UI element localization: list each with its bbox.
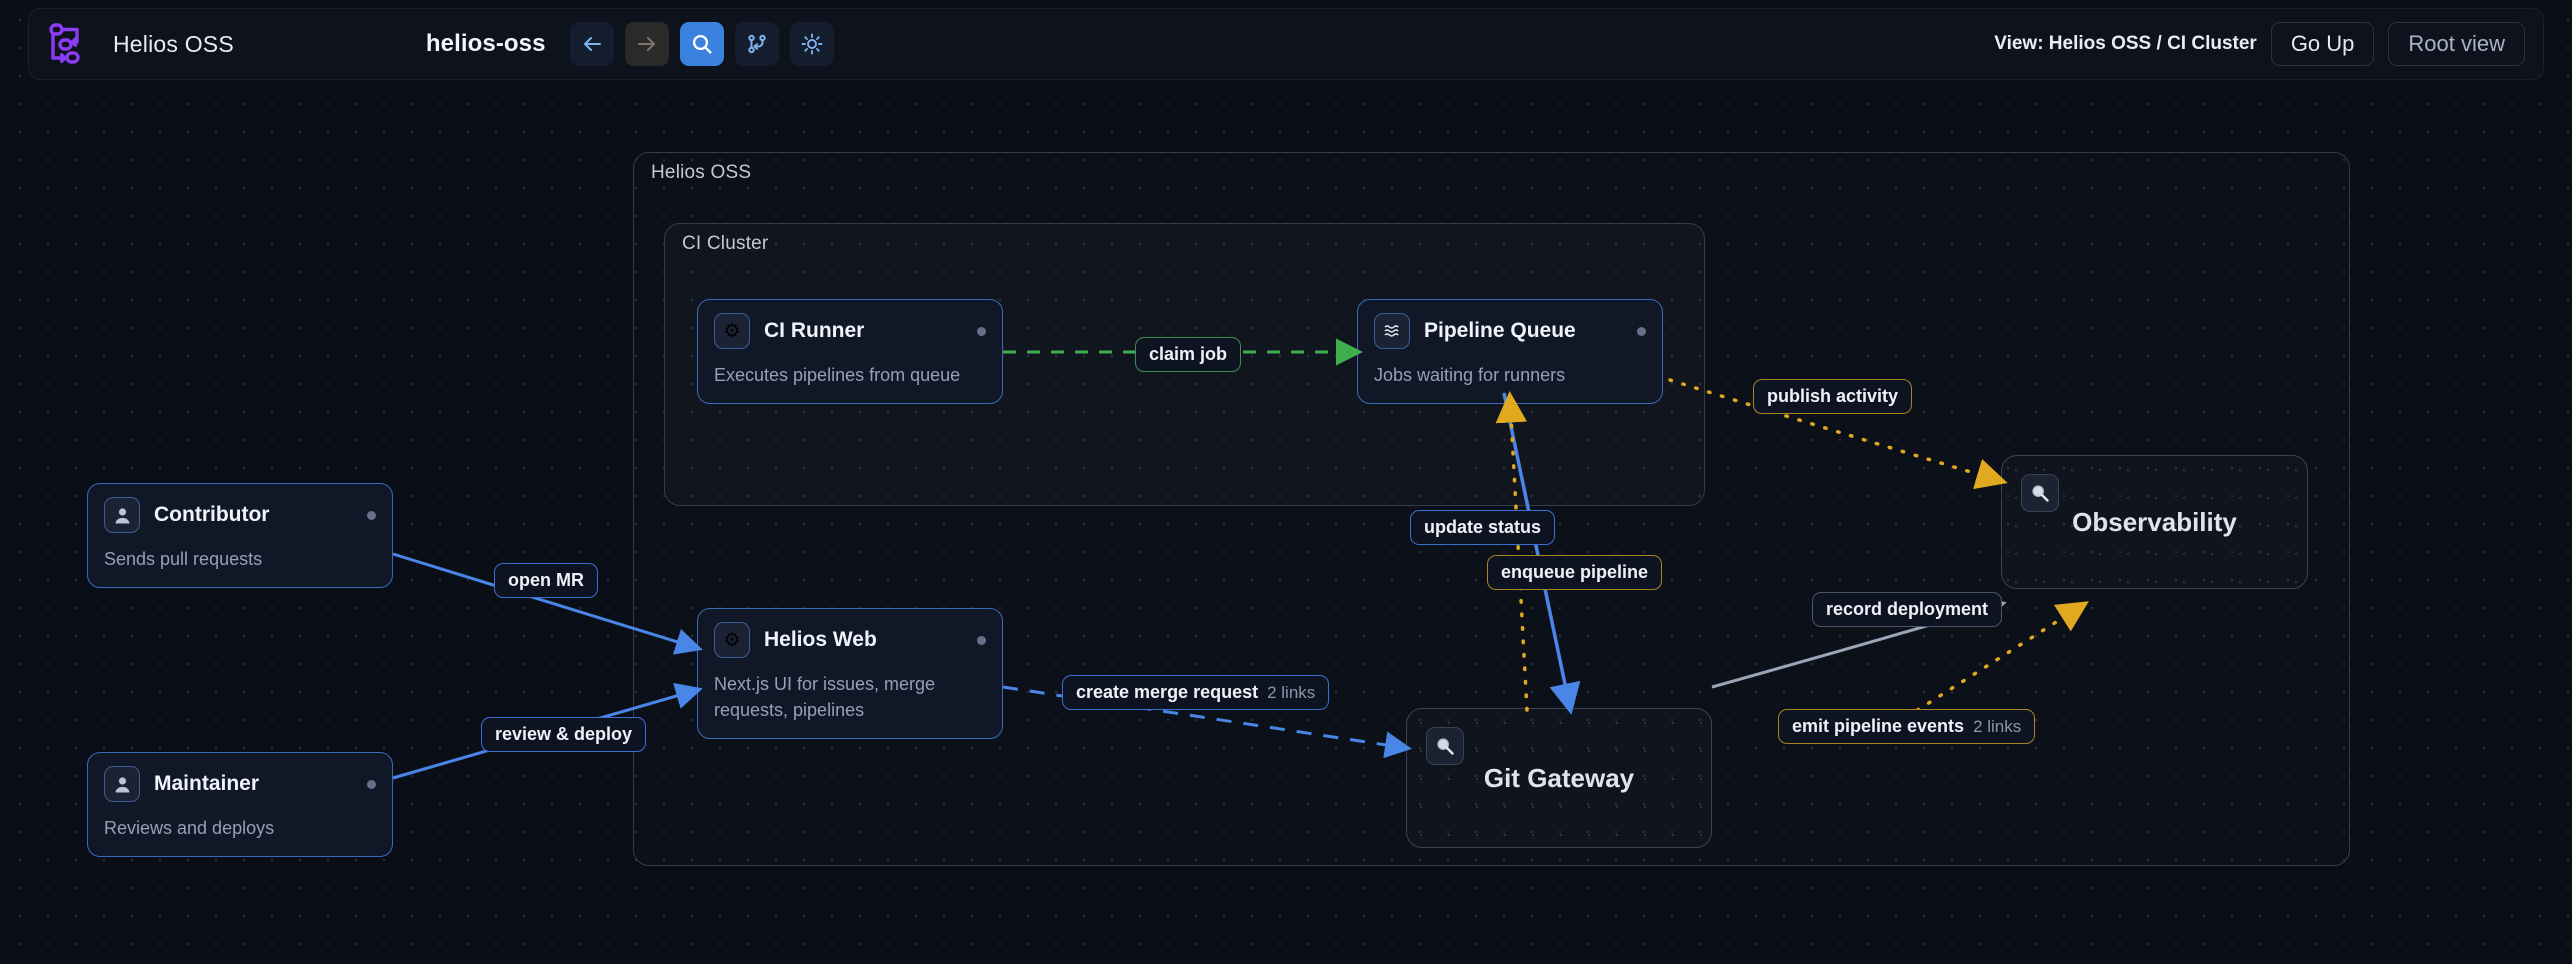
node-header: ⚙ Helios Web [714, 622, 986, 658]
edge-label-record-deployment[interactable]: record deployment [1812, 592, 2003, 627]
edge-links-count: 2 links [1973, 717, 2022, 736]
edge-open-mr [392, 552, 703, 655]
group-title: Helios OSS [651, 162, 752, 183]
right-toolbar-group: View: Helios OSS / CI Cluster Go Up Root… [1994, 22, 2525, 66]
node-subtitle: Executes pipelines from queue [714, 365, 961, 385]
go-up-button[interactable]: Go Up [2270, 22, 2375, 66]
node-subtitle: Reviews and deploys [104, 818, 275, 838]
status-dot [367, 510, 376, 520]
node-subtitle: Jobs waiting for runners [1374, 365, 1566, 385]
theme-toggle-button[interactable] [789, 22, 834, 66]
edge-label-text: create merge request [1076, 682, 1259, 702]
edge-label-review-deploy[interactable]: review & deploy [481, 717, 647, 752]
node-title: Helios Web [764, 628, 877, 651]
forward-button[interactable] [624, 22, 669, 66]
edge-label-text: open MR [508, 570, 584, 590]
status-dot [977, 326, 986, 336]
edge-links-count: 2 links [1267, 683, 1316, 702]
node-observability[interactable]: Observability [2001, 455, 2308, 589]
edge-label-text: emit pipeline events [1792, 716, 1965, 736]
node-title: Git Gateway [1483, 762, 1635, 793]
top-toolbar: Helios OSS helios-oss [28, 8, 2544, 80]
node-maintainer[interactable]: Maintainer Reviews and deploys [87, 752, 393, 858]
person-icon [104, 497, 140, 533]
status-dot [1637, 326, 1646, 336]
node-pipeline-queue[interactable]: Pipeline Queue Jobs waiting for runners [1357, 299, 1663, 405]
status-dot [367, 779, 376, 789]
brand: Helios OSS [47, 22, 234, 66]
current-view-label: View: Helios OSS / CI Cluster [1994, 33, 2257, 54]
node-git-gateway[interactable]: Git Gateway [1406, 708, 1712, 848]
node-title: Contributor [154, 503, 270, 526]
back-button[interactable] [569, 22, 614, 66]
group-ci-cluster[interactable]: CI Cluster [664, 223, 1705, 506]
gear-icon: ⚙ [714, 622, 750, 658]
edge-label-text: publish activity [1767, 386, 1899, 406]
node-subtitle: Sends pull requests [104, 549, 263, 569]
magnifier-icon [1426, 727, 1464, 765]
edge-pipeline-to-gateway [1502, 392, 1581, 715]
brand-name: Helios OSS [113, 30, 234, 57]
node-title: Maintainer [154, 772, 260, 795]
edge-label-update-status[interactable]: update status [1410, 510, 1556, 545]
edge-label-text: enqueue pipeline [1501, 562, 1649, 582]
git-branch-button[interactable] [734, 22, 779, 66]
edge-enqueue-pipeline [1495, 391, 1529, 712]
edge-label-enqueue-pipeline[interactable]: enqueue pipeline [1487, 555, 1663, 590]
edge-label-text: review & deploy [495, 724, 633, 744]
magnifier-icon [2021, 474, 2059, 512]
node-contributor[interactable]: Contributor Sends pull requests [87, 483, 393, 589]
node-header: Contributor [104, 497, 376, 533]
graph-nodes-logo [47, 22, 95, 66]
edge-publish-activity [1668, 378, 2008, 490]
node-title: Pipeline Queue [1424, 319, 1576, 342]
edge-label-publish-activity[interactable]: publish activity [1753, 379, 1913, 414]
edge-label-claim-job[interactable]: claim job [1135, 337, 1242, 372]
edge-label-emit-pipeline-events[interactable]: emit pipeline events 2 links [1778, 709, 2036, 744]
graph-name: helios-oss [425, 30, 546, 57]
node-header: Pipeline Queue [1374, 313, 1646, 349]
status-dot [977, 635, 986, 645]
edge-label-text: update status [1424, 517, 1542, 537]
edge-label-text: record deployment [1826, 599, 1989, 619]
edge-label-text: claim job [1149, 344, 1228, 364]
node-header: Maintainer [104, 766, 376, 802]
node-ci-runner[interactable]: ⚙ CI Runner Executes pipelines from queu… [697, 299, 1003, 405]
node-helios-web[interactable]: ⚙ Helios Web Next.js UI for issues, merg… [697, 608, 1003, 740]
root-view-button[interactable]: Root view [2388, 22, 2525, 66]
node-subtitle: Next.js UI for issues, merge requests, p… [714, 674, 936, 721]
node-header: ⚙ CI Runner [714, 313, 986, 349]
node-title: Observability [2072, 506, 2237, 537]
edge-label-create-merge-request[interactable]: create merge request 2 links [1062, 675, 1330, 710]
queue-icon [1374, 313, 1410, 349]
gear-icon: ⚙ [714, 313, 750, 349]
center-toolbar-group: helios-oss [426, 22, 834, 66]
person-icon [104, 766, 140, 802]
node-title: CI Runner [764, 319, 865, 342]
group-title: CI Cluster [682, 233, 769, 254]
group-helios-oss[interactable]: Helios OSS [633, 152, 2350, 866]
edge-label-open-mr[interactable]: open MR [494, 563, 598, 598]
search-button[interactable] [679, 22, 724, 66]
